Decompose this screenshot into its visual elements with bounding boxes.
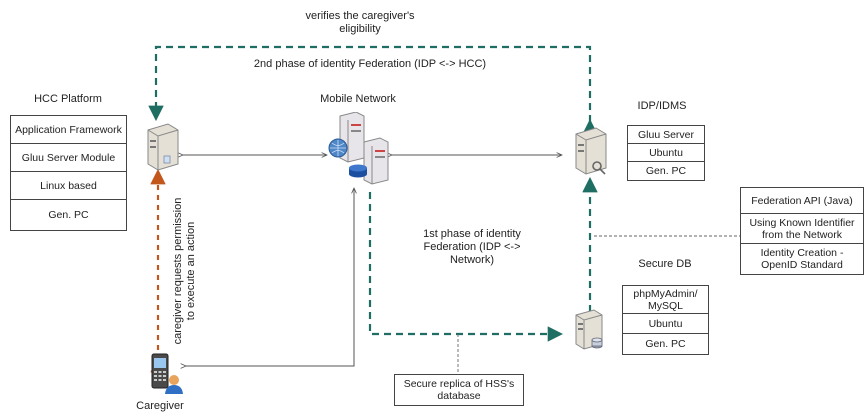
caregiver-title: Caregiver <box>136 400 184 412</box>
caregiver-network-link <box>186 188 354 366</box>
hcc-stack: Application Framework Gluu Server Module… <box>10 115 127 231</box>
federation-stack-item: Using Known Identifier from the Network <box>741 214 863 244</box>
replica-note: Secure replica of HSS's database <box>394 374 524 406</box>
federation-stack-item: Identity Creation - OpenID Standard <box>760 247 844 271</box>
federation-stack: Federation API (Java) Using Known Identi… <box>740 187 864 275</box>
hcc-title: HCC Platform <box>34 93 102 105</box>
caregiver-phone-icon <box>146 352 186 401</box>
hcc-stack-item: Gluu Server Module <box>11 144 126 172</box>
mobile-network-title: Mobile Network <box>320 93 396 105</box>
caregiver-request-label: caregiver requests permission to execute… <box>172 197 197 345</box>
hcc-stack-item: Application Framework <box>11 116 126 144</box>
secure-db-stack-item: Gen. PC <box>645 338 686 350</box>
idp-stack-item: Gen. PC <box>645 165 687 177</box>
phase1-title: 1st phase of identity Federation (IDP <-… <box>423 228 521 266</box>
idp-stack: Gluu Server Ubuntu Gen. PC <box>627 125 705 181</box>
secure-db-server-icon <box>568 308 608 359</box>
secure-db-title: Secure DB <box>638 258 692 270</box>
idp-title: IDP/IDMS <box>637 100 687 112</box>
mobile-network-icon <box>326 111 392 193</box>
secure-db-stack-item: Ubuntu <box>623 314 708 334</box>
phase2-title: 2nd phase of identity Federation (IDP <-… <box>253 58 487 70</box>
hcc-stack-item: Gen. PC <box>48 209 89 221</box>
phase2-arrow <box>148 45 598 135</box>
federation-stack-item: Federation API (Java) <box>741 188 863 214</box>
idp-stack-item: Ubuntu <box>628 144 704 162</box>
secure-db-stack: phpMyAdmin/ MySQL Ubuntu Gen. PC <box>622 285 709 355</box>
idp-server-icon <box>566 126 610 183</box>
phase2-note: verifies the caregiver's eligibility <box>305 10 415 35</box>
phase1-arrow <box>368 192 564 342</box>
hcc-stack-item: Linux based <box>11 172 126 200</box>
hcc-server-icon <box>138 122 182 177</box>
idp-stack-item: Gluu Server <box>628 126 704 144</box>
secure-db-stack-item: phpMyAdmin/ MySQL <box>623 286 708 314</box>
